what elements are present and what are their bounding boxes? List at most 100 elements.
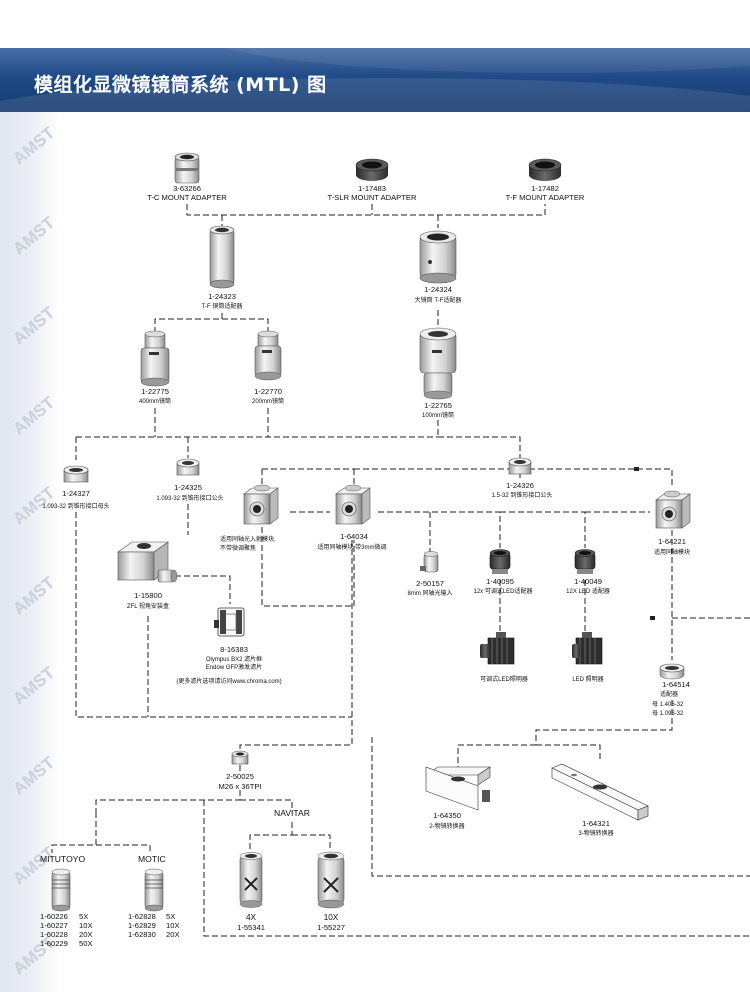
page-title: 模组化显微镜镜筒系统 (MTL) 图: [34, 74, 327, 96]
large-tube-lens-icon: [419, 327, 457, 400]
part-1-64321: 1-64321 3-物镜转换器: [551, 763, 649, 837]
part-name: 3-物镜转换器: [578, 829, 613, 837]
part-spec: 母 1.093-32: [652, 710, 684, 717]
part-number: 1-24327: [62, 489, 90, 498]
connector-dots: [634, 467, 655, 620]
part-name: T-F MOUNT ADAPTER: [506, 193, 585, 202]
part-name: T-SLR MOUNT ADAPTER: [328, 193, 417, 202]
part-name: LED 照明器: [572, 676, 603, 683]
part-number: 1-64350: [433, 811, 461, 820]
part-name: ZFL 视角安装盒: [127, 602, 169, 610]
part-1-24325: 1-24325 1.093-32 到锥形接口公头: [156, 458, 224, 502]
part-name: 400mm镜筒: [139, 397, 171, 405]
part-1-64350: 1-64350 2-物镜转换器: [425, 766, 491, 830]
slider-icon: [425, 766, 491, 811]
part-number: 1-60226: [40, 912, 68, 921]
part-name: 适配器: [660, 690, 678, 698]
group-mitutoyo: MITUTOYO 1-60226 5X 1-60227 10X 1-60228 …: [40, 854, 93, 948]
part-2-50025: 2-50025 M26 x 36TPI: [218, 750, 262, 791]
objective-icon: [144, 868, 164, 912]
group-label: MOTIC: [138, 854, 166, 864]
part-name: 1.093-32 到锥形接口母头: [42, 502, 109, 510]
connector-lines: [51, 204, 750, 937]
group-label: MITUTOYO: [40, 854, 86, 864]
group-motic: MOTIC 1-62828 5X 1-62829 10X 1-62830 20X: [128, 854, 180, 939]
part-1-40049: 1-40049 12X LED 适配器: [566, 549, 610, 595]
part-led-illuminator: LED 照明器: [572, 632, 604, 683]
ring-adapter-icon: [659, 663, 685, 680]
part-coax-left: 适用同轴光入射模块, 不带微调聚焦: [220, 484, 279, 552]
part-number: 1-15800: [134, 591, 162, 600]
part-number: 1-24324: [424, 285, 452, 294]
magnification: 20X: [79, 930, 93, 939]
thread-adapter-icon: [231, 750, 249, 765]
objective-icon: [239, 852, 263, 908]
part-3-63266: 3-63266 T-C MOUNT ADAPTER: [147, 152, 227, 202]
magnification: 10X: [166, 921, 180, 930]
part-1-64514: 1-64514 适配器 母 1.406-32 母 1.093-32: [652, 663, 690, 717]
part-number: 1-60229: [40, 939, 68, 948]
part-number: 1-64514: [662, 680, 690, 689]
tube-lens-icon: [254, 330, 282, 381]
wide-tube-icon: [419, 230, 457, 284]
part-name: Olympus BX2 滤片框: [206, 655, 262, 663]
part-number: 8-16383: [220, 645, 248, 654]
part-1-17482: 1-17482 T-F MOUNT ADAPTER: [506, 158, 585, 202]
part-name: 1.093-32 到锥形接口公头: [156, 494, 223, 502]
part-number: 1-60227: [40, 921, 68, 930]
part-name: 200mm镜筒: [252, 397, 284, 405]
fiber-input-icon: [420, 551, 439, 573]
watermark-strip: AMST AMST AMST AMST AMST AMST AMST AMST …: [0, 112, 60, 992]
part-1-22765: 1-22765 100mm镜筒: [419, 327, 457, 419]
group-label: NAVITAR: [274, 808, 310, 818]
part-1-24326: 1-24326 1.5-32 到锥形接口公头: [492, 457, 553, 499]
amst-watermark-icon: AMST: [9, 753, 59, 799]
magnification: 10X: [79, 921, 93, 930]
magnification: 50X: [79, 939, 93, 948]
part-number: 1-24325: [174, 483, 202, 492]
amst-watermark-icon: AMST: [9, 573, 59, 619]
part-name: 2-物镜转换器: [429, 822, 464, 830]
part-name: 适用同轴光入射模块,: [220, 535, 276, 543]
part-1-22770: 1-22770 200mm镜筒: [252, 330, 284, 405]
part-number: 1-22775: [141, 387, 169, 396]
led-adapter-icon: [489, 549, 511, 574]
part-led-illuminator-adjustable: 可调式LED照明器: [480, 632, 528, 683]
part-name: 1.5-32 到锥形接口公头: [492, 491, 553, 499]
cube-module-icon: [243, 484, 279, 525]
part-spec: 母 1.406-32: [652, 701, 684, 708]
part-1-15800: 1-15800 ZFL 视角安装盒: [117, 541, 178, 610]
amst-watermark-icon: AMST: [9, 213, 59, 259]
part-number: 1-62830: [128, 930, 156, 939]
part-name: T-F 镜筒适配器: [202, 302, 243, 310]
part-1-24323: 1-24323 T-F 镜筒适配器: [202, 225, 243, 310]
part-number: 1-64034: [340, 532, 368, 541]
group-navitar: NAVITAR 4X 1-55341 10X 1-55227: [237, 808, 345, 932]
part-name: M26 x 36TPI: [218, 782, 261, 791]
part-1-24324: 1-24324 大镜筒 T-F适配器: [415, 230, 462, 304]
part-number: 1-40095: [486, 577, 514, 586]
part-note: (更多滤片选项请访问www.chroma.com): [176, 677, 281, 685]
part-1-24327: 1-24327 1.093-32 到锥形接口母头: [42, 465, 110, 510]
part-name: Endow GFP激发滤片: [206, 663, 262, 671]
magnification: 20X: [166, 930, 180, 939]
junction-dot: [634, 467, 639, 471]
part-number: 1-22765: [424, 401, 452, 410]
amst-watermark-icon: AMST: [9, 663, 59, 709]
part-name: 可调式LED照明器: [480, 675, 528, 683]
part-number: 1-55227: [317, 923, 345, 932]
part-number: 1-62829: [128, 921, 156, 930]
part-name: 100mm镜筒: [422, 411, 454, 419]
cube-module-icon: [335, 484, 371, 525]
part-1-17483: 1-17483 T-SLR MOUNT ADAPTER: [328, 158, 417, 202]
ring-adapter-icon: [528, 158, 562, 181]
part-name: 大镜筒 T-F适配器: [415, 296, 462, 304]
part-number: 1-62828: [128, 912, 156, 921]
amst-watermark-icon: AMST: [9, 483, 59, 529]
coupler-icon: [63, 465, 89, 483]
magnification: 10X: [324, 913, 339, 922]
amst-watermark-icon: AMST: [9, 123, 59, 169]
led-adapter-icon: [574, 549, 596, 574]
part-1-64221: 1-64221 适用同轴模块: [654, 490, 691, 556]
